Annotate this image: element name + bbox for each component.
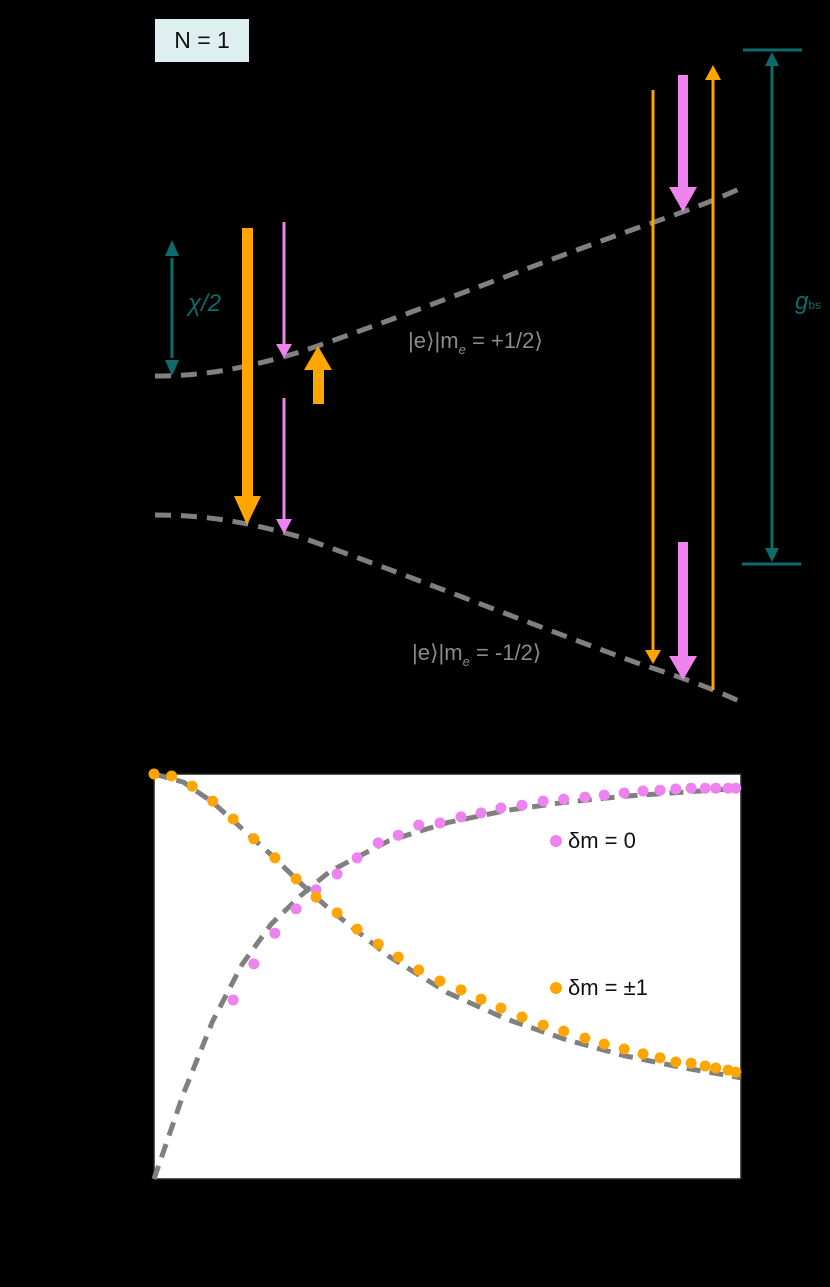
- data-point-dm1: [269, 852, 281, 864]
- orange-thick-up-arrow: [304, 346, 332, 404]
- lower-state-label: |e⟩|me = -1/2⟩: [412, 640, 542, 669]
- data-point-dm0: [710, 782, 722, 794]
- data-point-dm1: [495, 1002, 507, 1014]
- legend-marker-orange: [550, 982, 562, 994]
- data-point-dm1: [351, 923, 363, 935]
- data-point-dm0: [331, 868, 343, 880]
- chi-half-label: χ/2: [188, 290, 222, 317]
- data-point-dm1: [618, 1043, 630, 1055]
- data-point-dm0: [372, 837, 384, 849]
- chi-half-double-arrow: [165, 240, 179, 376]
- data-point-dm0: [558, 793, 570, 805]
- orange-thin-up-arrow: [705, 65, 721, 690]
- upper-level-curve: [154, 185, 743, 379]
- data-point-dm1: [166, 770, 178, 782]
- data-point-dm0: [413, 819, 425, 831]
- data-point-dm1: [475, 993, 487, 1005]
- data-point-dm0: [248, 958, 260, 970]
- data-point-dm1: [434, 975, 446, 987]
- data-point-dm1: [699, 1060, 711, 1072]
- legend-item-dm1: δm = ±1: [550, 975, 648, 1001]
- pink-thin-down-arrow-lower: [276, 398, 292, 534]
- data-point-dm0: [618, 787, 630, 799]
- plot-area: [153, 773, 742, 1180]
- data-point-dm0: [434, 817, 446, 829]
- data-point-dm1: [455, 984, 467, 996]
- gbs-bracket-arrow: [742, 48, 802, 566]
- data-point-dm0: [516, 799, 528, 811]
- data-point-dm1: [372, 938, 384, 950]
- pink-thick-down-arrow-lower: [669, 542, 697, 680]
- data-point-dm1: [290, 873, 302, 885]
- data-point-dm0: [455, 811, 467, 823]
- chart-series-layer: [148, 768, 742, 1180]
- pink-thin-down-arrow-upper: [276, 222, 292, 358]
- data-point-dm1: [331, 907, 343, 919]
- gbs-label: gbs: [795, 288, 822, 315]
- data-point-dm1: [710, 1062, 722, 1074]
- data-point-dm0: [227, 994, 239, 1006]
- data-point-dm0: [495, 802, 507, 814]
- data-point-dm0: [290, 903, 302, 915]
- data-point-dm0: [392, 829, 404, 841]
- data-point-dm1: [685, 1057, 697, 1069]
- data-point-dm0: [730, 782, 742, 794]
- data-point-dm1: [207, 795, 219, 807]
- data-point-dm1: [516, 1011, 528, 1023]
- upper-state-label: |e⟩|me = +1/2⟩: [408, 328, 543, 357]
- data-point-dm0: [654, 784, 666, 796]
- data-point-dm0: [685, 782, 697, 794]
- data-point-dm0: [637, 785, 649, 797]
- pink-thick-down-arrow-upper: [669, 75, 697, 212]
- legend-item-dm0: δm = 0: [550, 828, 636, 854]
- data-point-dm1: [248, 833, 260, 845]
- legend-marker-pink: [550, 835, 562, 847]
- data-point-dm1: [558, 1025, 570, 1037]
- data-point-dm1: [637, 1048, 649, 1060]
- panel-label: N = 1: [174, 27, 230, 53]
- data-point-dm1: [537, 1019, 549, 1031]
- data-point-dm0: [670, 783, 682, 795]
- data-point-dm1: [186, 780, 198, 792]
- data-point-dm1: [148, 768, 160, 780]
- data-point-dm1: [413, 964, 425, 976]
- data-point-dm0: [351, 852, 363, 864]
- data-point-dm0: [579, 791, 591, 803]
- data-point-dm0: [598, 789, 610, 801]
- data-point-dm0: [475, 807, 487, 819]
- data-point-dm1: [670, 1056, 682, 1068]
- data-point-dm0: [699, 782, 711, 794]
- panel-label-box: N = 1: [155, 19, 249, 62]
- data-point-dm1: [392, 951, 404, 963]
- data-point-dm0: [269, 927, 281, 939]
- data-point-dm1: [654, 1052, 666, 1064]
- data-point-dm0: [722, 782, 734, 794]
- data-point-dm0: [537, 795, 549, 807]
- data-point-dm1: [730, 1066, 742, 1078]
- data-point-dm1: [310, 891, 322, 903]
- data-point-dm1: [598, 1038, 610, 1050]
- data-point-dm1: [227, 813, 239, 825]
- data-point-dm1: [579, 1032, 591, 1044]
- orange-thick-down-arrow: [234, 228, 261, 525]
- orange-thin-down-arrow: [645, 90, 661, 664]
